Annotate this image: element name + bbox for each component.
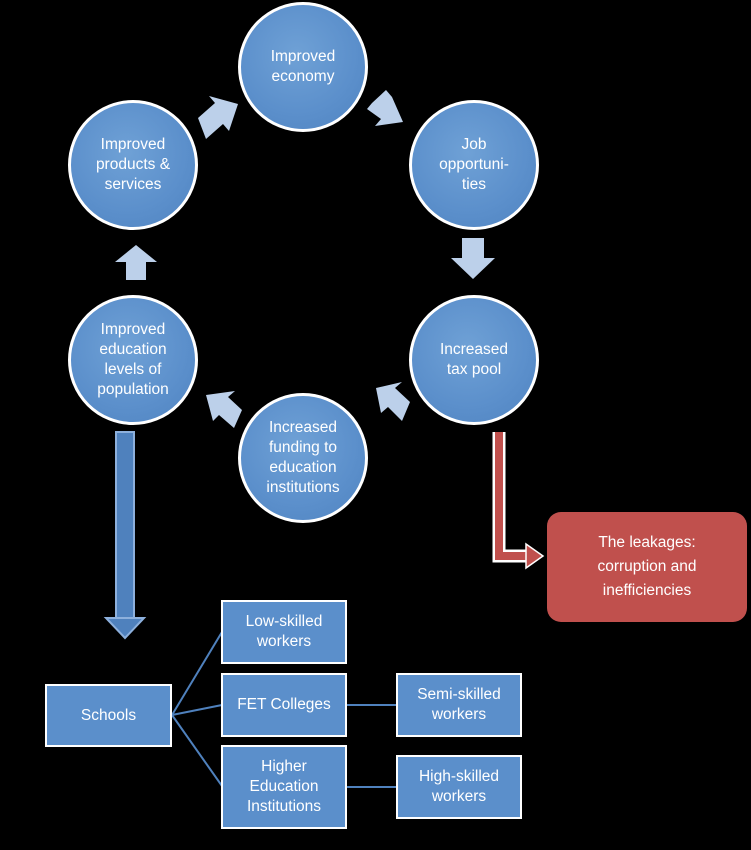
node-job-opportunities: Job opportuni- ties	[409, 100, 539, 230]
low-skilled-box: Low-skilled workers	[221, 600, 347, 664]
higher-education-label: Higher Education Institutions	[246, 758, 322, 815]
node-improved-economy: Improved economy	[238, 2, 368, 132]
arrow-products-to-economy	[198, 96, 238, 139]
semi-skilled-label: Semi-skilled workers	[417, 686, 501, 723]
connector-schools-fet	[171, 704, 223, 716]
node-improved-education: Improved education levels of population	[68, 295, 198, 425]
arrow-funding-to-education	[206, 391, 242, 428]
connector-schools-low	[171, 631, 223, 716]
leakage-box: The leakages: corruption and inefficienc…	[547, 512, 747, 622]
connector-schools-higher	[171, 714, 223, 787]
higher-education-box: Higher Education Institutions	[221, 745, 347, 829]
low-skilled-label: Low-skilled workers	[245, 613, 323, 650]
node-increased-funding: Increased funding to education instituti…	[238, 393, 368, 523]
arrow-education-to-schools	[103, 431, 147, 640]
arrow-economy-to-jobs	[367, 90, 403, 126]
node-label: Increased funding to education instituti…	[266, 419, 340, 496]
high-skilled-box: High-skilled workers	[396, 755, 522, 819]
node-label: Job opportuni- ties	[439, 136, 509, 193]
node-label: Improved economy	[270, 48, 336, 85]
node-increased-tax-pool: Increased tax pool	[409, 295, 539, 425]
fet-colleges-box: FET Colleges	[221, 673, 347, 737]
fet-colleges-label: FET Colleges	[237, 696, 331, 713]
arrow-tax-to-funding	[376, 382, 410, 421]
node-label: Improved education levels of population	[97, 321, 169, 398]
arrow-tax-to-leakage	[492, 432, 545, 570]
node-label: Increased tax pool	[439, 341, 509, 378]
schools-box: Schools	[45, 684, 172, 747]
semi-skilled-box: Semi-skilled workers	[396, 673, 522, 737]
arrow-education-to-products	[115, 245, 157, 280]
leakage-label: The leakages: corruption and inefficienc…	[597, 534, 697, 599]
schools-label: Schools	[80, 706, 137, 724]
node-label: Improved products & services	[95, 136, 171, 193]
arrow-jobs-to-tax	[451, 238, 495, 279]
node-improved-products: Improved products & services	[68, 100, 198, 230]
high-skilled-label: High-skilled workers	[418, 768, 500, 805]
